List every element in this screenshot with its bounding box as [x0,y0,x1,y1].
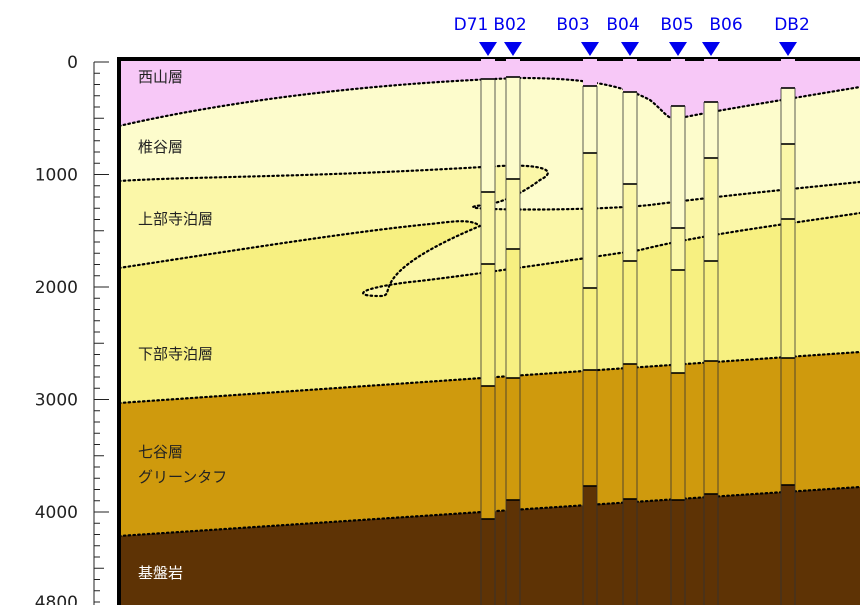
borehole-interval [583,288,597,370]
borehole-interval [506,77,520,179]
depth-tick-label: 3000 [35,391,78,411]
well-label-b06: B06 [709,15,742,35]
borehole-interval [506,249,520,378]
boundary-upper-lower-teradomari [119,211,860,298]
borehole-interval [623,92,637,184]
formation-label-upper-teradomari: 上部寺泊層 [138,210,213,228]
well-marker-triangle [621,42,639,56]
formation-label-lower-teradomari: 下部寺泊層 [138,345,213,363]
borehole-d71 [480,59,496,605]
borehole-interval [481,79,495,192]
borehole-interval [583,86,597,153]
borehole-interval [623,499,637,605]
well-marker-triangle [479,42,497,56]
depth-tick-label: 4000 [35,503,78,523]
well-marker-triangle [779,42,797,56]
borehole-interval [671,373,685,500]
well-label-b04: B04 [606,15,639,35]
depth-tick-label: 0 [67,53,78,73]
well-marker-triangle [702,42,720,56]
borehole-interval [781,358,795,485]
borehole-interval [481,264,495,386]
borehole-interval [583,153,597,288]
borehole-interval [623,364,637,499]
borehole-interval [623,261,637,364]
borehole-interval [506,500,520,605]
borehole-interval [781,144,795,219]
borehole-interval [481,192,495,264]
formation-label-nishiyama: 西山層 [138,68,183,86]
well-marker-triangle [504,42,522,56]
formation-label-shiiya: 椎谷層 [138,138,183,156]
well-label-b02: B02 [493,15,526,35]
well-marker-triangle [581,42,599,56]
formation-labels: 西山層 椎谷層 上部寺泊層 下部寺泊層 七谷層 グリーンタフ 基盤岩 [138,68,227,582]
borehole-interval [781,485,795,605]
borehole-b05 [670,59,686,605]
borehole-interval [623,184,637,261]
borehole-interval [506,179,520,249]
borehole-b04 [622,59,638,605]
borehole-b03 [582,59,598,605]
borehole-interval [481,386,495,519]
borehole-interval [481,519,495,605]
formation-label-green-tuff: グリーンタフ [138,468,227,486]
depth-tick-label: 1000 [35,166,78,186]
borehole-db2 [780,59,796,605]
plot-frame [117,57,860,605]
depth-axis: 0 1000 2000 3000 4000 4800 [35,53,109,605]
borehole-b06 [703,59,719,605]
borehole-columns [480,59,796,605]
well-label-db2: DB2 [774,15,810,35]
borehole-interval [506,378,520,500]
borehole-interval [583,486,597,605]
well-label-b03: B03 [556,15,589,35]
formation-label-basement: 基盤岩 [138,564,183,582]
borehole-interval [671,228,685,270]
borehole-interval [781,88,795,144]
borehole-interval [704,158,718,261]
borehole-interval [583,370,597,486]
boundary-nishiyama-shiiya [119,76,860,128]
borehole-interval [704,102,718,158]
borehole-interval [704,261,718,361]
borehole-interval [671,500,685,605]
boundary-shiiya-upper-teradomari [119,164,860,211]
borehole-interval [671,106,685,228]
well-label-d71: D71 [454,15,489,35]
depth-tick-label: 4800 [35,593,78,605]
borehole-interval [704,361,718,494]
borehole-b02 [505,59,521,605]
depth-tick-label: 2000 [35,278,78,298]
borehole-interval [781,219,795,358]
borehole-interval [671,270,685,373]
formation-label-nanatani: 七谷層 [138,443,183,461]
well-marker-triangle [669,42,687,56]
well-label-b05: B05 [660,15,693,35]
borehole-interval [704,494,718,605]
